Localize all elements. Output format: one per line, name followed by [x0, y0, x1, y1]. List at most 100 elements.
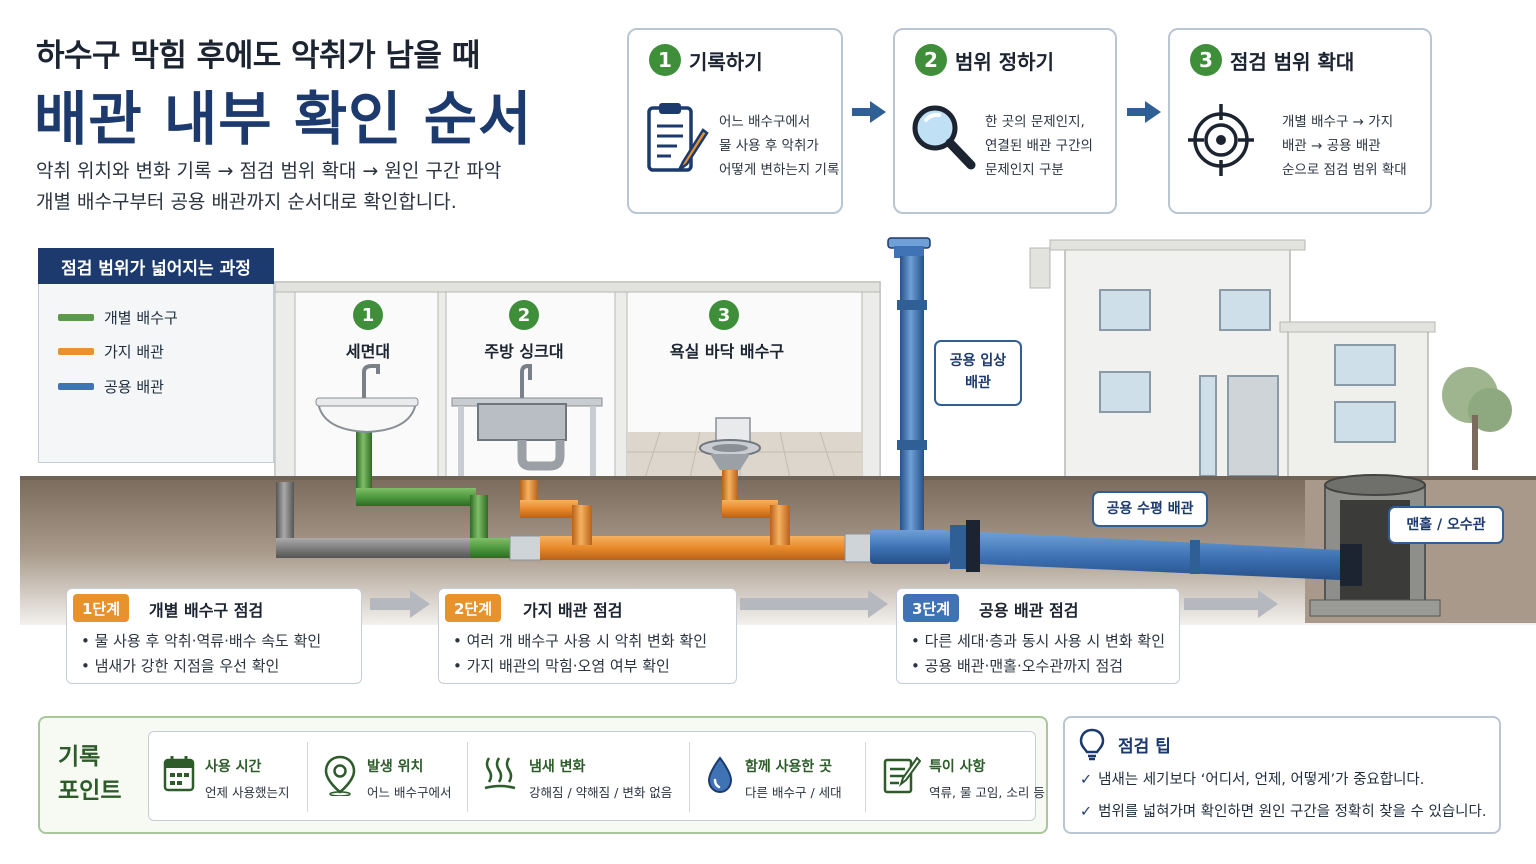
record-item-notes: 특이 사항 역류, 물 고임, 소리 등: [865, 732, 1045, 822]
stage-card-2: 2단계 가지 배관 점검 • 여러 개 배수구 사용 시 악취 변화 확인 • …: [438, 588, 737, 684]
step-card-1: 1 기록하기 어느 배수구에서 물 사용 후 악취가 어떻게 변하는지 기록: [627, 28, 843, 214]
legend-item-common: 공용 배관: [58, 376, 164, 397]
kitchen-sink-illustration: [477, 364, 567, 471]
header-description-line1: 악취 위치와 변화 기록 → 점검 범위 확대 → 원인 구간 파악: [36, 160, 502, 182]
manhole-illustration: [1309, 474, 1441, 617]
fixture-label-washbasin: 세면대: [345, 342, 391, 361]
record-item-location: 발생 위치 어느 배수구에서: [307, 732, 467, 822]
fixture-number-1: 1: [353, 300, 383, 330]
callout-text: 공용 입상: [949, 353, 1007, 369]
tip-text: 범위를 넓혀가며 확인하면 원인 구간을 정확히 찾을 수 있습니다.: [1098, 804, 1487, 820]
stage-title: 가지 배관 점검: [523, 601, 623, 620]
stage-bullet: • 물 사용 후 악취·역류·배수 속도 확인: [81, 632, 322, 650]
stage-bullet: • 여러 개 배수구 사용 시 악취 변화 확인: [453, 632, 707, 650]
check-icon: ✓: [1080, 804, 1093, 820]
tips-panel: [1063, 716, 1501, 834]
step-arrow-1: [852, 101, 886, 123]
step-card-3: 3 점검 범위 확대 개별 배수구 → 가지 배관 → 공용 배관 순으로 점검…: [1168, 28, 1432, 214]
note-icon: [883, 756, 921, 794]
stage-bullet: • 냄새가 강한 지점을 우선 확인: [81, 657, 280, 675]
record-item-sub: 어느 배수구에서: [367, 785, 452, 800]
floor-drain-illustration: [699, 417, 761, 470]
legend-label: 가지 배관: [104, 343, 164, 361]
record-label-line: 기록: [58, 744, 101, 770]
record-item-shared-use: 함께 사용한 곳 다른 배수구 / 세대: [689, 732, 865, 822]
legend-swatch-blue: [58, 383, 94, 390]
fixture-number-2: 2: [509, 300, 539, 330]
record-item-sub: 강해짐 / 약해짐 / 변화 없음: [529, 785, 673, 800]
callout-text: 공용 수평 배관: [1106, 501, 1194, 517]
stage-title: 공용 배관 점검: [979, 601, 1079, 620]
record-points-label: 기록 포인트: [58, 740, 121, 808]
callout-text: 맨홀 / 오수관: [1406, 517, 1486, 533]
record-divider: [467, 742, 468, 812]
stage-arrow-3: [1184, 590, 1278, 618]
stage-title: 개별 배수구 점검: [149, 601, 264, 620]
record-item-sub: 언제 사용했는지: [205, 785, 290, 800]
step-card-2: 2 범위 정하기 한 곳의 문제인지, 연결된 배관 구간의 문제인지 구분: [893, 28, 1117, 214]
callout-common-riser: 공용 입상 배관: [934, 340, 1022, 406]
record-item-title: 발생 위치: [367, 759, 424, 775]
step-line: 어떻게 변하는지 기록: [719, 162, 840, 178]
header-description-line2: 개별 배수구부터 공용 배관까지 순서대로 확인합니다.: [36, 191, 457, 213]
location-pin-icon: [324, 755, 356, 796]
step-line: 한 곳의 문제인지,: [985, 114, 1085, 130]
step-line: 배관 → 공용 배관: [1282, 138, 1381, 154]
legend-title: 점검 범위가 넓어지는 과정: [38, 248, 274, 284]
step-number: 1: [649, 44, 681, 76]
record-item-sub: 역류, 물 고임, 소리 등: [929, 785, 1045, 800]
washbasin-illustration: [315, 364, 419, 434]
odor-icon: [484, 757, 516, 790]
step-card-title: 1 기록하기: [649, 44, 763, 76]
fixture-label-kitchen-sink: 주방 싱크대: [484, 342, 564, 361]
callout-common-horizontal: 공용 수평 배관: [1092, 491, 1208, 527]
record-divider: [865, 742, 866, 812]
house-illustration: [1029, 239, 1512, 481]
record-divider: [307, 742, 308, 812]
record-divider: [689, 742, 690, 812]
step-title-text: 기록하기: [689, 49, 763, 74]
callout-text: 배관: [965, 375, 991, 391]
record-item-title: 냄새 변화: [529, 759, 586, 775]
legend-label: 공용 배관: [104, 378, 164, 396]
magnifier-icon: [912, 105, 976, 170]
step-number: 2: [915, 44, 947, 76]
callout-manhole: 맨홀 / 오수관: [1388, 506, 1504, 544]
clipboard-icon: [647, 103, 709, 172]
step-number: 3: [1190, 44, 1222, 76]
calendar-icon: [163, 756, 195, 792]
page-title: 배관 내부 확인 순서: [34, 85, 533, 153]
stage-card-1: 1단계 개별 배수구 점검 • 물 사용 후 악취·역류·배수 속도 확인 • …: [66, 588, 362, 684]
step-line: 개별 배수구 → 가지: [1282, 114, 1394, 130]
legend-swatch-orange: [58, 348, 94, 355]
record-points-list: 사용 시간 언제 사용했는지 발생 위치 어느 배수구에서 냄새 변화 강해짐 …: [148, 731, 1045, 822]
record-item-title: 특이 사항: [929, 759, 986, 775]
record-item-time: 사용 시간 언제 사용했는지: [149, 732, 307, 822]
step-title-text: 범위 정하기: [955, 49, 1054, 74]
fixture-label-floor-drain: 욕실 바닥 배수구: [669, 342, 785, 361]
legend-item-individual: 개별 배수구: [58, 307, 178, 328]
step-line: 문제인지 구분: [985, 162, 1064, 178]
legend-swatch-green: [58, 314, 94, 321]
water-drop-icon: [707, 756, 733, 794]
stage-bullet: • 가지 배관의 막힘·오염 여부 확인: [453, 657, 670, 675]
tip-item: ✓ 냄새는 세기보다 ‘어디서, 언제, 어떻게’가 중요합니다.: [1080, 768, 1424, 789]
target-icon: [1188, 104, 1254, 176]
fixture-number-3: 3: [709, 300, 739, 330]
step-arrow-2: [1127, 101, 1161, 123]
tip-text: 냄새는 세기보다 ‘어디서, 언제, 어떻게’가 중요합니다.: [1098, 772, 1425, 788]
tip-item: ✓ 범위를 넓혀가며 확인하면 원인 구간을 정확히 찾을 수 있습니다.: [1080, 800, 1486, 821]
stage-arrow-1: [370, 590, 430, 618]
step-card-title: 3 점검 범위 확대: [1190, 44, 1354, 76]
step-line: 물 사용 후 악취가: [719, 138, 819, 154]
record-item-sub: 다른 배수구 / 세대: [745, 785, 842, 800]
stage-arrow-2: [740, 590, 888, 618]
legend-label: 개별 배수구: [104, 309, 178, 327]
stage-badge: 2단계: [445, 594, 502, 622]
stage-bullet: • 공용 배관·맨홀·오수관까지 점검: [911, 657, 1124, 675]
stage-badge: 3단계: [903, 594, 960, 622]
legend-item-branch: 가지 배관: [58, 341, 164, 362]
check-icon: ✓: [1080, 772, 1093, 788]
step-line: 어느 배수구에서: [719, 114, 811, 130]
stage-bullet: • 다른 세대·층과 동시 사용 시 변화 확인: [911, 632, 1165, 650]
